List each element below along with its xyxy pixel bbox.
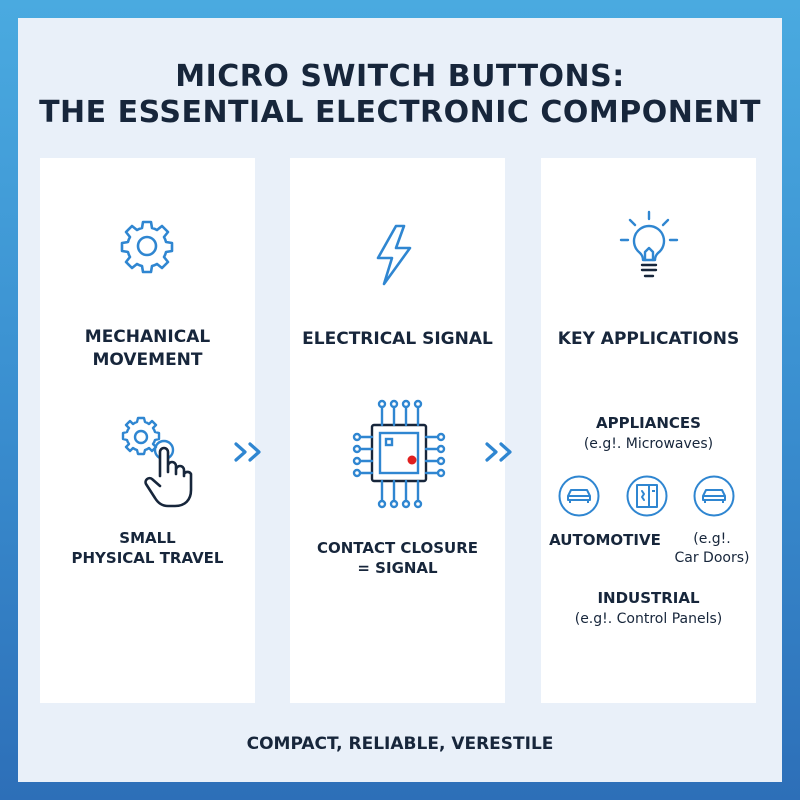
automotive-example-line-1: (e.g!. bbox=[693, 531, 731, 547]
panel-heading: ELECTRICAL SIGNAL bbox=[302, 329, 493, 349]
footer-tagline: COMPACT, RELIABLE, VERESTILE bbox=[246, 734, 554, 754]
gear-press-hand-icon bbox=[121, 416, 193, 508]
panel-heading: KEY APPLICATIONS bbox=[557, 329, 740, 349]
automotive-label: AUTOMOTIVE bbox=[549, 531, 661, 549]
appliances-title: APPLIANCES bbox=[596, 414, 701, 432]
appliance-icon bbox=[626, 475, 668, 517]
gear-icon bbox=[120, 220, 174, 274]
microchip-icon bbox=[352, 399, 446, 509]
industrial-title: INDUSTRIAL bbox=[597, 589, 700, 607]
panel-heading-line-1: MECHANICAL bbox=[84, 327, 211, 347]
infographic-frame: MICRO SWITCH BUTTONS: THE ESSENTIAL ELEC… bbox=[18, 18, 782, 782]
panel-text-line-2: PHYSICAL TRAVEL bbox=[71, 549, 224, 567]
title-line-1: MICRO SWITCH BUTTONS: bbox=[175, 59, 625, 94]
automotive-example-line-2: Car Doors) bbox=[674, 550, 750, 566]
panel-heading-line-2: MOVEMENT bbox=[92, 350, 203, 370]
panel-text-line-1: SMALL bbox=[119, 529, 176, 547]
double-chevron-right-icon bbox=[485, 442, 512, 462]
car-icon bbox=[693, 475, 735, 517]
lightning-bolt-icon bbox=[376, 224, 412, 286]
panel-text-line-2: = SIGNAL bbox=[357, 559, 438, 577]
car-icon bbox=[558, 475, 600, 517]
panel-key-applications: KEY APPLICATIONS APPLIANCES (e.g!. Micro… bbox=[541, 158, 756, 703]
panel-mechanical-movement: MECHANICAL MOVEMENT SMALL PHYSICAL TRAVE… bbox=[40, 158, 255, 703]
industrial-example: (e.g!. Control Panels) bbox=[574, 611, 723, 627]
double-chevron-right-icon bbox=[234, 442, 261, 462]
appliances-example: (e.g!. Microwaves) bbox=[583, 436, 714, 452]
panel-electrical-signal: ELECTRICAL SIGNAL bbox=[290, 158, 505, 703]
panel-text-line-1: CONTACT CLOSURE bbox=[316, 539, 478, 557]
title-line-2: THE ESSENTIAL ELECTRONIC COMPONENT bbox=[39, 95, 761, 130]
lightbulb-icon bbox=[619, 210, 679, 278]
